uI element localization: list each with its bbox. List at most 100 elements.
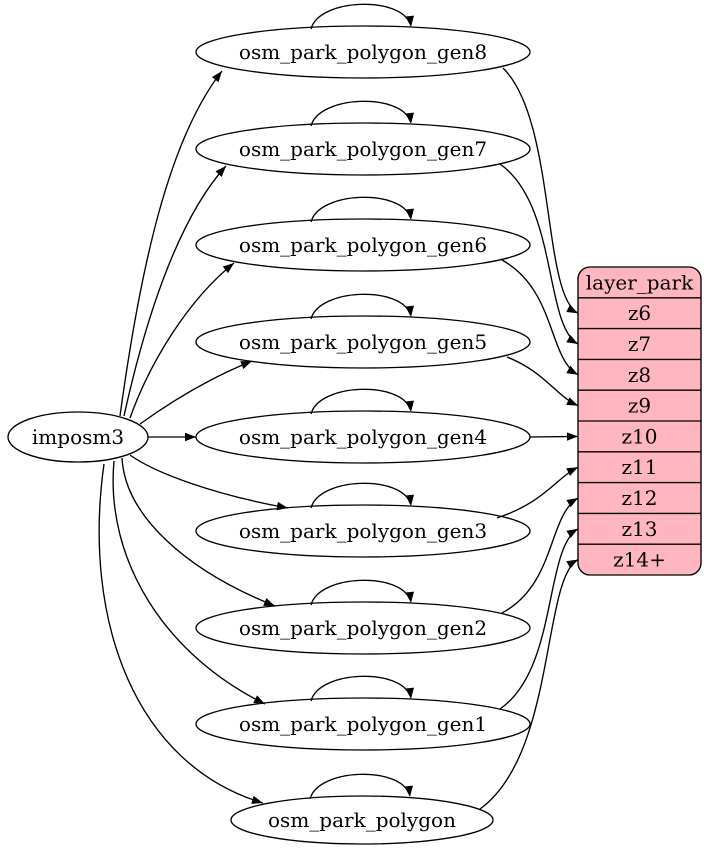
edge-imposm3-to-osm_park_polygon_gen5 [139,360,253,425]
edge-osm_park_polygon_gen4-to-osm_park_polygon_gen4-arrowhead [405,400,414,412]
osm_park_polygon_gen2-ellipse [195,601,531,655]
edge-imposm3-to-osm_park_polygon_gen7 [123,165,227,417]
edge-osm_park_polygon-to-osm_park_polygon-arrowhead [404,785,413,797]
edge-osm_park_polygon_gen4-to-layer_park_z10-arrowhead [566,432,578,441]
layer-park-row-label: z14+ [613,548,666,572]
edge-osm_park_polygon_gen8-to-layer_park_z6-arrowhead [566,304,578,314]
edge-osm_park_polygon_gen1-to-layer_park_z13-path [499,528,579,710]
edge-osm_park_polygon_gen6-to-osm_park_polygon_gen6-path [310,196,411,223]
layer-park-row-label: z9 [628,394,651,418]
node-osm_park_polygon_gen7: osm_park_polygon_gen7 [195,122,531,176]
edge-imposm3-to-osm_park_polygon-path [98,463,264,804]
edge-osm_park_polygon_gen7-to-layer_park_z7-path [499,163,579,345]
layer-park-row-z9: z9 [628,394,651,418]
osm_park_polygon_gen1-label: osm_park_polygon_gen1 [239,712,487,736]
edge-osm_park_polygon_gen7-to-osm_park_polygon_gen7 [310,100,414,127]
imposm3-label: imposm3 [32,425,124,449]
edge-osm_park_polygon_gen5-to-layer_park_z9 [506,356,579,407]
edge-osm_park_polygon_gen2-to-layer_park_z12-path [501,497,579,614]
edge-imposm3-to-osm_park_polygon_gen2-arrowhead [263,598,275,606]
osm_park_polygon_gen1-ellipse [195,697,531,751]
edge-osm_park_polygon_gen4-to-layer_park_z10 [529,432,579,441]
edge-osm_park_polygon_gen3-to-osm_park_polygon_gen3 [310,482,414,509]
edge-osm_park_polygon_gen6-to-layer_park_z8 [501,259,579,376]
edge-osm_park_polygon_gen7-to-osm_park_polygon_gen7-path [310,100,411,127]
layer-park-row-z6: z6 [628,301,651,325]
edge-osm_park_polygon_gen5-to-osm_park_polygon_gen5 [310,293,414,320]
osm_park_polygon_gen4-label: osm_park_polygon_gen4 [239,425,487,449]
edge-osm_park_polygon_gen8-to-osm_park_polygon_gen8-arrowhead [405,15,414,27]
edge-osm_park_polygon_gen3-to-layer_park_z11-arrowhead [566,467,578,476]
node-osm_park_polygon_gen8: osm_park_polygon_gen8 [195,25,531,79]
edge-osm_park_polygon_gen8-to-osm_park_polygon_gen8-path [310,3,411,30]
edge-imposm3-to-osm_park_polygon_gen6-path [129,262,235,419]
edge-osm_park_polygon-to-layer_park_z14+-arrowhead [566,559,578,569]
edge-imposm3-to-osm_park_polygon_gen6-arrowhead [222,263,234,274]
edge-osm_park_polygon-to-osm_park_polygon [309,773,413,800]
edge-imposm3-to-osm_park_polygon_gen1-path [112,460,266,705]
edge-osm_park_polygon_gen6-to-layer_park_z8-path [501,259,579,376]
edge-osm_park_polygon_gen2-to-layer_park_z12 [501,497,579,614]
edge-imposm3-to-osm_park_polygon_gen4-arrowhead [185,432,196,442]
edge-osm_park_polygon_gen7-to-layer_park_z7 [499,163,579,345]
layer-park-row-label: z12 [622,486,658,510]
edge-osm_park_polygon_gen3-to-layer_park_z11 [496,466,579,519]
edge-osm_park_polygon_gen2-to-osm_park_polygon_gen2-arrowhead [405,591,414,603]
edge-osm_park_polygon_gen3-to-osm_park_polygon_gen3-path [310,482,411,509]
layer-park-row-label: z11 [622,455,658,479]
edge-osm_park_polygon_gen8-to-layer_park_z6 [502,67,579,314]
layer-park-row-z8: z8 [628,363,651,387]
edge-osm_park_polygon_gen1-to-osm_park_polygon_gen1 [310,675,414,702]
layer-park-row-z10: z10 [622,424,658,448]
edge-osm_park_polygon-to-layer_park_z14+-path [479,559,579,810]
node-layer_park: layer_park z6 z7 z8 z9 z10 z11 z12 z13 z14+ [577,266,702,576]
edge-osm_park_polygon_gen6-to-osm_park_polygon_gen6 [310,196,414,223]
edge-imposm3-to-osm_park_polygon_gen4 [148,432,196,442]
osm_park_polygon_gen8-ellipse [195,25,531,79]
osm_park_polygon_gen6-ellipse [195,218,531,272]
node-osm_park_polygon_gen2: osm_park_polygon_gen2 [195,601,531,655]
osm_park_polygon_gen3-label: osm_park_polygon_gen3 [239,519,487,543]
edge-imposm3-to-osm_park_polygon_gen3-arrowhead [276,501,288,511]
layer-park-row-label: z13 [622,517,658,541]
layer-park-row-z14+: z14+ [613,548,666,572]
edge-osm_park_polygon_gen3-to-osm_park_polygon_gen3-arrowhead [405,494,414,506]
edge-osm_park_polygon_gen6-to-osm_park_polygon_gen6-arrowhead [405,208,414,220]
edge-osm_park_polygon_gen6-to-layer_park_z8-arrowhead [566,365,578,375]
edge-osm_park_polygon_gen5-to-osm_park_polygon_gen5-arrowhead [405,305,414,317]
edge-osm_park_polygon_gen7-to-layer_park_z7-arrowhead [566,334,578,344]
osm_park_polygon_gen5-label: osm_park_polygon_gen5 [239,330,487,354]
node-imposm3: imposm3 [7,411,149,463]
layer-park-row-label: z8 [628,363,651,387]
layer-park-row-z7: z7 [628,332,651,356]
edge-imposm3-to-osm_park_polygon_gen7-path [123,165,227,417]
edge-osm_park_polygon_gen8-to-osm_park_polygon_gen8 [310,3,414,30]
edge-imposm3-to-osm_park_polygon_gen2 [121,457,276,607]
osm_park_polygon_gen6-label: osm_park_polygon_gen6 [239,233,487,257]
node-osm_park_polygon_gen4: osm_park_polygon_gen4 [195,410,531,464]
layer-park-row-label: z7 [628,332,651,356]
node-osm_park_polygon_gen3: osm_park_polygon_gen3 [195,504,531,558]
edge-osm_park_polygon_gen1-to-osm_park_polygon_gen1-arrowhead [405,687,414,699]
osm_park_polygon_gen7-ellipse [195,122,531,176]
osm_park_polygon_gen2-label: osm_park_polygon_gen2 [239,616,487,640]
edge-osm_park_polygon-to-layer_park_z14+ [479,559,579,810]
edge-osm_park_polygon_gen8-to-layer_park_z6-path [502,67,579,314]
edge-imposm3-to-osm_park_polygon_gen7-arrowhead [215,166,226,177]
edge-imposm3-to-osm_park_polygon-arrowhead [251,795,263,804]
edge-osm_park_polygon_gen1-to-layer_park_z13 [499,528,579,710]
edge-osm_park_polygon_gen5-to-osm_park_polygon_gen5-path [310,293,411,320]
edge-osm_park_polygon_gen1-to-layer_park_z13-arrowhead [566,528,578,539]
edge-osm_park_polygon-to-osm_park_polygon-path [309,773,410,800]
layer-park-row-label: z10 [622,424,658,448]
layer-park-row-z12: z12 [622,486,658,510]
edge-imposm3-to-osm_park_polygon_gen1 [112,460,266,705]
layer-park-row-label: z6 [628,301,651,325]
layer-park-title: layer_park [586,270,694,294]
node-osm_park_polygon_gen5: osm_park_polygon_gen5 [195,315,531,369]
node-osm_park_polygon_gen6: osm_park_polygon_gen6 [195,218,531,272]
edge-osm_park_polygon_gen1-to-osm_park_polygon_gen1-path [310,675,411,702]
edge-osm_park_polygon_gen7-to-osm_park_polygon_gen7-arrowhead [405,112,414,124]
edge-imposm3-to-osm_park_polygon_gen8-path [119,70,223,417]
